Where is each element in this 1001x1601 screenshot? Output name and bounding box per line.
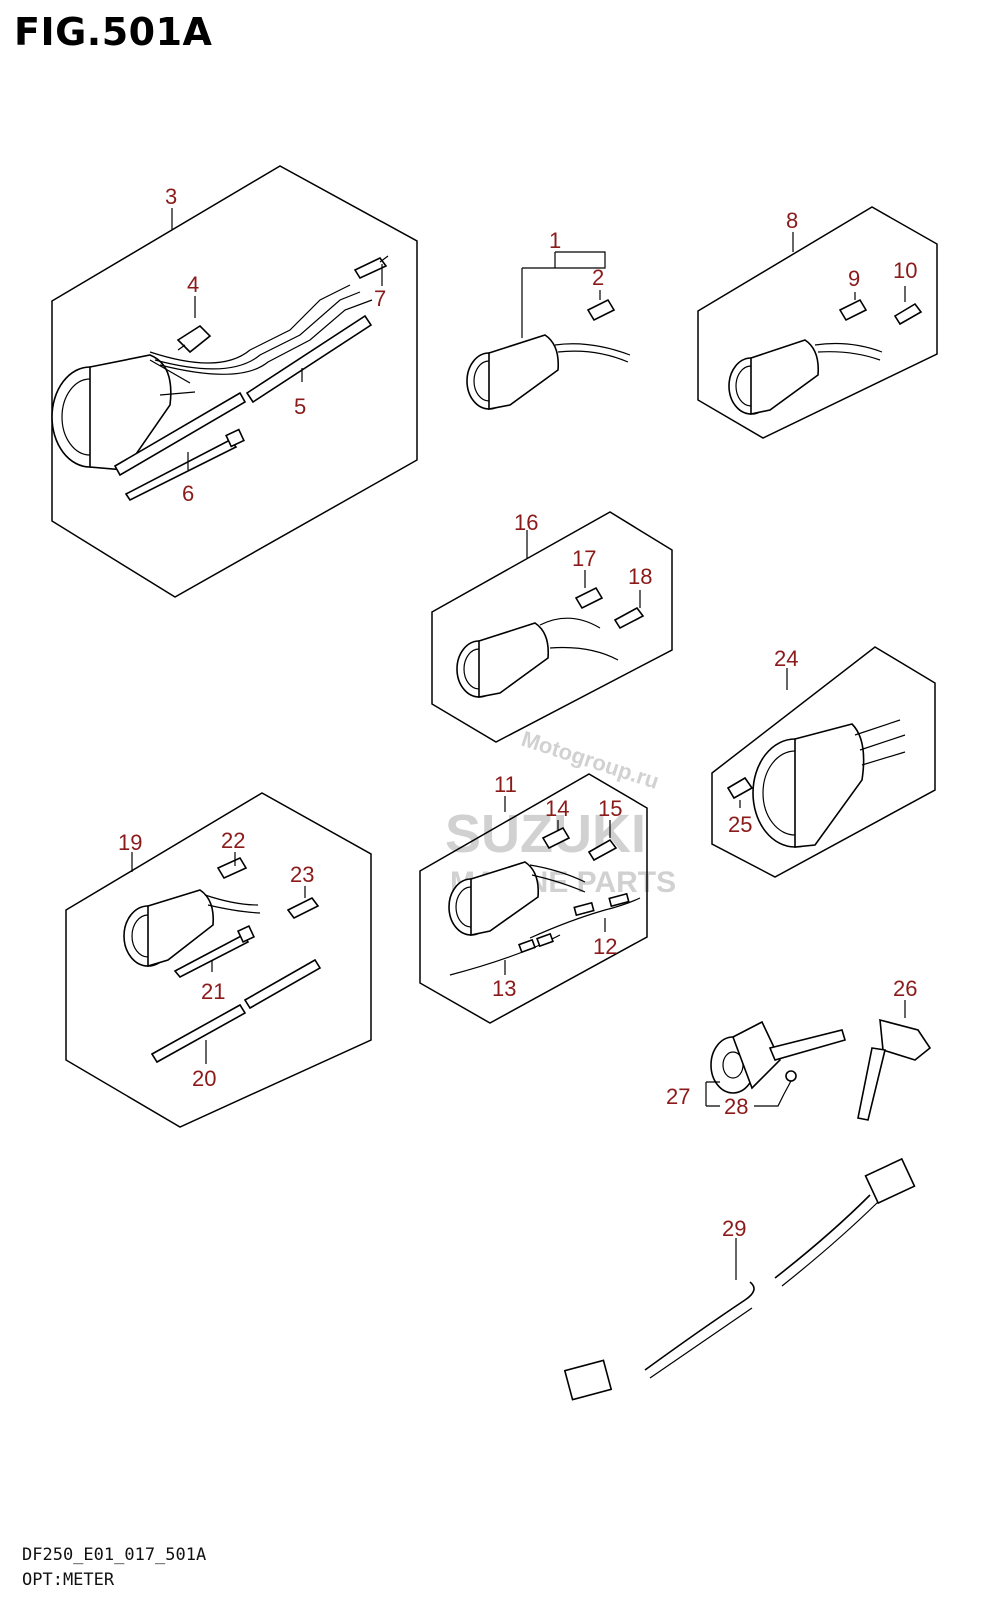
watermark-suzuki: SUZUKI xyxy=(445,804,646,864)
tube-20[interactable] xyxy=(150,958,322,1064)
kit-frame-24 xyxy=(711,646,936,878)
kit-group-26: 26 27 28 xyxy=(666,976,932,1121)
callout-19: 19 xyxy=(118,830,142,855)
kit-frame-16 xyxy=(431,511,673,743)
kit-group-8: 8 9 10 xyxy=(697,206,938,439)
meter-8[interactable] xyxy=(728,339,820,415)
callout-20: 20 xyxy=(192,1066,216,1091)
callout-17: 17 xyxy=(572,546,596,571)
kit-frame-19 xyxy=(65,792,372,1128)
bulb-17[interactable] xyxy=(574,586,604,610)
callout-5: 5 xyxy=(294,394,306,419)
bulb-25[interactable] xyxy=(726,776,754,800)
callout-4: 4 xyxy=(187,272,199,297)
meter-1[interactable] xyxy=(466,334,560,410)
kit-group-11: 11 14 15 12 13 xyxy=(419,772,648,1024)
harness-29[interactable]: 29 xyxy=(563,1157,916,1401)
callout-6: 6 xyxy=(182,481,194,506)
meter-19[interactable] xyxy=(123,889,215,968)
callout-29: 29 xyxy=(722,1216,746,1241)
callout-1: 1 xyxy=(549,228,561,253)
meter-16[interactable] xyxy=(456,622,550,698)
callout-9: 9 xyxy=(848,266,860,291)
callout-24: 24 xyxy=(774,646,798,671)
kit-frame-3 xyxy=(51,165,418,598)
callout-27: 27 xyxy=(666,1084,690,1109)
bulb-9[interactable] xyxy=(838,298,868,322)
kit-frame-8 xyxy=(697,206,938,439)
kit-group-19: 19 22 23 21 20 xyxy=(65,792,372,1128)
sender-27[interactable] xyxy=(710,1020,846,1094)
callout-26: 26 xyxy=(893,976,917,1001)
watermark-motogroup: Motogroup.ru xyxy=(518,726,662,794)
callout-2: 2 xyxy=(592,265,604,290)
callout-16: 16 xyxy=(514,510,538,535)
callout-18: 18 xyxy=(628,564,652,589)
cable-tie-6[interactable] xyxy=(124,428,245,502)
callout-28: 28 xyxy=(724,1094,748,1119)
callout-10: 10 xyxy=(893,258,917,283)
screw-28[interactable] xyxy=(783,1070,797,1095)
model-code: DF250_E01_017_501A xyxy=(22,1545,207,1565)
socket-23[interactable] xyxy=(286,896,320,920)
socket-7[interactable] xyxy=(353,255,389,280)
callout-3: 3 xyxy=(165,184,177,209)
socket-18[interactable] xyxy=(613,606,645,630)
callout-15: 15 xyxy=(598,796,622,821)
kit-group-1: 1 2 xyxy=(466,228,631,410)
harness-12[interactable] xyxy=(529,892,641,939)
meter-large-3[interactable] xyxy=(51,354,196,471)
kit-group-16: 16 17 18 xyxy=(431,510,673,743)
socket-15[interactable] xyxy=(587,838,618,862)
callout-14: 14 xyxy=(545,796,569,821)
kit-group-3: 3 4 7 5 6 xyxy=(51,165,418,598)
kit-frame-11 xyxy=(419,773,648,1024)
bulb-2[interactable] xyxy=(586,298,616,322)
callout-23: 23 xyxy=(290,862,314,887)
harness-13[interactable] xyxy=(449,932,561,976)
bulb-4[interactable] xyxy=(176,324,212,354)
callout-7: 7 xyxy=(374,286,386,311)
socket-10[interactable] xyxy=(893,302,923,326)
tube-5[interactable] xyxy=(113,314,373,477)
bulb-22[interactable] xyxy=(216,856,248,880)
figure-title: FIG.501A xyxy=(14,10,213,54)
meter-11[interactable] xyxy=(448,861,540,936)
callout-8: 8 xyxy=(786,208,798,233)
callout-22: 22 xyxy=(221,828,245,853)
callout-25: 25 xyxy=(728,812,752,837)
cable-tie-21[interactable] xyxy=(173,924,256,979)
callout-13: 13 xyxy=(492,976,516,1001)
callout-12: 12 xyxy=(593,934,617,959)
connector-male xyxy=(563,1359,613,1401)
bulb-14[interactable] xyxy=(541,826,571,850)
connector-female xyxy=(864,1157,916,1205)
sender-26[interactable] xyxy=(857,1018,932,1121)
section-name: OPT:METER xyxy=(22,1570,115,1590)
kit-group-24: 24 25 xyxy=(711,646,936,878)
meter-24[interactable] xyxy=(752,723,865,848)
callout-11: 11 xyxy=(494,772,517,797)
callout-21: 21 xyxy=(201,979,225,1004)
